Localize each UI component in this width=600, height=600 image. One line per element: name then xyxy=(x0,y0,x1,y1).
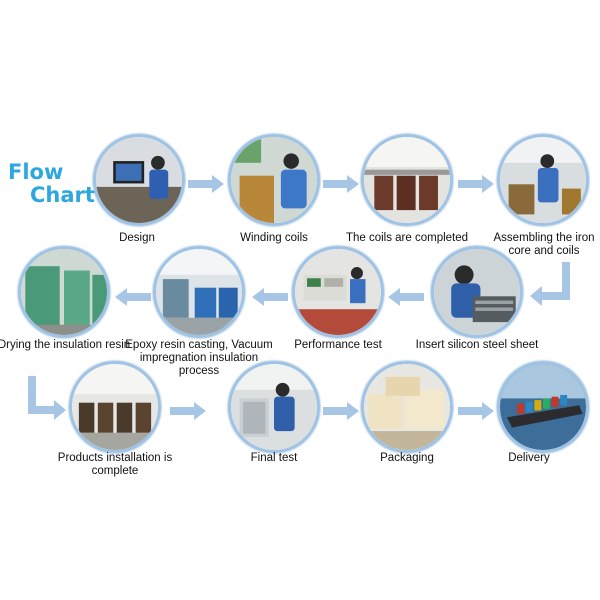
step-label-coils-completed: The coils are completed xyxy=(345,232,469,244)
step-label-packaging: Packaging xyxy=(380,452,434,464)
final-test-photo xyxy=(228,361,320,453)
performance-test-photo xyxy=(292,246,384,338)
step-label-steel-sheet: Insert silicon steel sheet xyxy=(415,339,539,351)
step-label-performance: Performance test xyxy=(294,339,382,351)
step-label-assembling: Assembling the iron core and coils xyxy=(493,232,595,257)
flow-chart-title-line2: Chart xyxy=(30,183,95,207)
step-label-epoxy: Epoxy resin casting, Vacuum impregnation… xyxy=(125,339,273,377)
arrow-left-icon xyxy=(115,288,151,306)
coils-completed-photo xyxy=(361,134,453,226)
arrow-right-icon xyxy=(458,175,494,193)
step-label-final-test: Final test xyxy=(250,452,298,464)
arrow-right-icon xyxy=(458,402,494,420)
installation-complete-photo xyxy=(69,361,161,453)
arrow-left-icon xyxy=(252,288,288,306)
arrow-right-icon xyxy=(323,175,359,193)
step-label-delivery: Delivery xyxy=(508,452,550,464)
arrow-elbow-icon xyxy=(528,262,574,312)
drying-oven-photo xyxy=(18,246,110,338)
steel-sheet-photo xyxy=(431,246,523,338)
step-label-drying: Drying the insulation resin xyxy=(0,339,131,351)
arrow-elbow-icon xyxy=(24,376,68,420)
delivery-photo xyxy=(497,361,589,453)
step-label-winding-coils: Winding coils xyxy=(240,232,308,244)
arrow-right-icon xyxy=(170,402,206,420)
arrow-right-icon xyxy=(188,175,224,193)
vacuum-impregnation-photo xyxy=(153,246,245,338)
step-label-installation: Products installation is complete xyxy=(57,452,173,477)
arrow-left-icon xyxy=(388,288,424,306)
winding-coils-photo xyxy=(228,134,320,226)
flow-chart-title-line1: Flow xyxy=(8,160,64,184)
arrow-right-icon xyxy=(323,402,359,420)
assembling-core-photo xyxy=(497,134,589,226)
step-label-design: Design xyxy=(119,232,155,244)
design-photo xyxy=(93,134,185,226)
packaging-photo xyxy=(361,361,453,453)
